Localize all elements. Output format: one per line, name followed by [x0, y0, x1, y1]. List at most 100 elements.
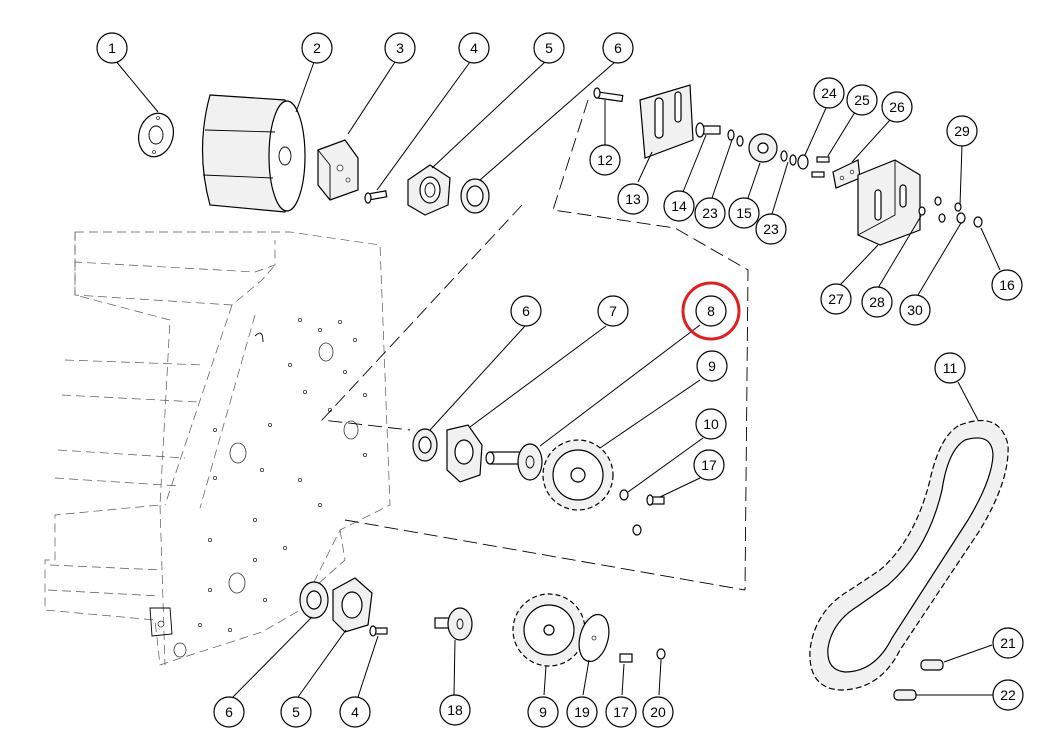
svg-text:17: 17 [613, 704, 629, 720]
callout-18: 18 [439, 694, 471, 726]
callout-20: 20 [642, 696, 674, 728]
svg-text:2: 2 [313, 40, 321, 56]
svg-text:5: 5 [292, 704, 300, 720]
svg-text:10: 10 [703, 416, 719, 432]
svg-text:22: 22 [1000, 687, 1016, 703]
callout-23-a: 23 [694, 197, 726, 229]
part-10-washer [619, 489, 629, 501]
svg-text:15: 15 [736, 205, 752, 221]
callout-27: 27 [820, 283, 852, 315]
part-22-connector-link [893, 689, 917, 701]
callout-15: 15 [728, 197, 760, 229]
svg-text:6: 6 [614, 40, 622, 56]
svg-text:16: 16 [999, 277, 1015, 293]
callout-4-top: 4 [458, 32, 490, 64]
part-6-bearing-mid [412, 428, 438, 462]
callout-14: 14 [663, 190, 695, 222]
highlight-ring-callout-8 [681, 281, 741, 341]
svg-text:24: 24 [821, 85, 837, 101]
part-1-gasket [138, 112, 174, 158]
leader-lines [114, 59, 1001, 698]
frame-small-holes [197, 317, 367, 633]
part-17-bolt-bottom [619, 653, 633, 663]
part-11-roller-chain [809, 419, 1009, 691]
svg-text:21: 21 [1000, 635, 1016, 651]
callout-25: 25 [846, 84, 878, 116]
svg-text:6: 6 [225, 704, 233, 720]
svg-text:29: 29 [954, 123, 970, 139]
part-4-bolt-bottom [369, 625, 388, 637]
callout-6-top: 6 [602, 32, 634, 64]
part-18-hub [434, 607, 473, 641]
frame-side-panel [44, 231, 391, 666]
svg-text:28: 28 [869, 294, 885, 310]
callout-26: 26 [881, 91, 913, 123]
svg-text:4: 4 [470, 40, 478, 56]
callout-11: 11 [934, 352, 966, 384]
phantom-axis-lower [344, 519, 746, 591]
part-9-sprocket-bottom [512, 593, 586, 667]
callout-12: 12 [589, 144, 621, 176]
svg-text:13: 13 [625, 191, 641, 207]
svg-text:23: 23 [763, 221, 779, 237]
callout-5-bottom: 5 [280, 696, 312, 728]
part-19-disc [578, 613, 610, 663]
part-21-chain-link [920, 659, 944, 671]
part-5-flange-bottom [332, 577, 373, 633]
svg-text:7: 7 [609, 303, 617, 319]
svg-text:23: 23 [702, 205, 718, 221]
callout-3: 3 [384, 32, 416, 64]
part-3-motor-bracket [317, 139, 359, 201]
svg-text:4: 4 [351, 704, 359, 720]
svg-text:9: 9 [708, 358, 716, 374]
phantom-axis-upper [321, 204, 523, 431]
svg-text:3: 3 [396, 40, 404, 56]
tensioner-assembly [552, 84, 983, 591]
callout-9-mid: 9 [696, 350, 728, 382]
svg-text:14: 14 [671, 198, 687, 214]
svg-text:5: 5 [545, 40, 553, 56]
svg-text:18: 18 [447, 702, 463, 718]
svg-text:17: 17 [701, 457, 717, 473]
part-9-sprocket-mid [542, 439, 614, 511]
callout-10: 10 [695, 408, 727, 440]
part-20-nut [656, 648, 666, 660]
part-4-bolt-top [364, 190, 388, 204]
svg-text:6: 6 [522, 303, 530, 319]
callout-24: 24 [813, 77, 845, 109]
svg-text:12: 12 [597, 152, 613, 168]
callout-1: 1 [96, 32, 128, 64]
callout-19: 19 [566, 696, 598, 728]
svg-text:25: 25 [854, 92, 870, 108]
callout-9-bottom: 9 [527, 696, 559, 728]
part-6-bearing-bottom [299, 581, 329, 619]
part-8-hub-shaft [485, 443, 543, 481]
callout-2: 2 [301, 32, 333, 64]
callout-23-b: 23 [755, 213, 787, 245]
svg-text:26: 26 [889, 99, 905, 115]
callout-17-bottom: 17 [605, 696, 637, 728]
part-7-flange-mid [446, 424, 483, 483]
callout-21: 21 [992, 627, 1024, 659]
callouts: 1 2 3 4 5 6 12 13 14 23 15 23 24 25 26 2… [96, 32, 1024, 728]
callout-4-bottom: 4 [339, 696, 371, 728]
callout-17-mid: 17 [693, 449, 725, 481]
callout-22: 22 [992, 679, 1024, 711]
part-5-flange-top [407, 164, 451, 216]
part-17-bolt-mid [646, 494, 665, 506]
part-6-bearing-top [460, 178, 490, 214]
callout-30: 30 [899, 294, 931, 326]
callout-5-top: 5 [533, 32, 565, 64]
callout-6-mid: 6 [510, 295, 542, 327]
callout-28: 28 [861, 286, 893, 318]
svg-text:20: 20 [650, 704, 666, 720]
callout-13: 13 [617, 183, 649, 215]
nut-mid [632, 524, 642, 536]
svg-text:30: 30 [907, 302, 923, 318]
svg-text:27: 27 [828, 291, 844, 307]
svg-text:11: 11 [943, 360, 958, 376]
svg-text:1: 1 [108, 40, 116, 56]
svg-text:19: 19 [574, 704, 590, 720]
callout-6-bottom: 6 [213, 696, 245, 728]
